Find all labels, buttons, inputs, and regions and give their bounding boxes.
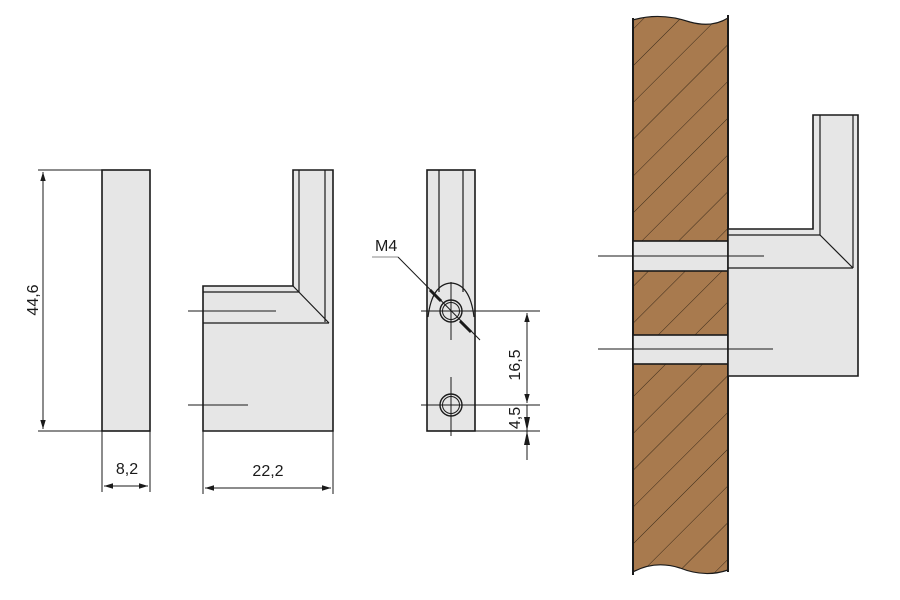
wood-wall	[633, 16, 728, 574]
hole-spacing-label: 16,5	[507, 349, 524, 380]
side-view-body	[101, 169, 151, 432]
width-dimension-label: 22,2	[252, 463, 283, 480]
height-dimension-label: 44,6	[25, 284, 42, 315]
front-view-body	[202, 169, 334, 432]
mounted-hook-body	[727, 114, 859, 377]
side-view: 44,6 8,2	[25, 169, 151, 492]
front-view: 22,2	[188, 169, 334, 494]
depth-dimension-label: 8,2	[116, 461, 138, 478]
mounted-view	[598, 15, 859, 575]
hole-offset-label: 4,5	[507, 407, 524, 429]
thread-label: M4	[375, 238, 397, 255]
back-view: 16,5 4,5 M4	[372, 169, 540, 460]
